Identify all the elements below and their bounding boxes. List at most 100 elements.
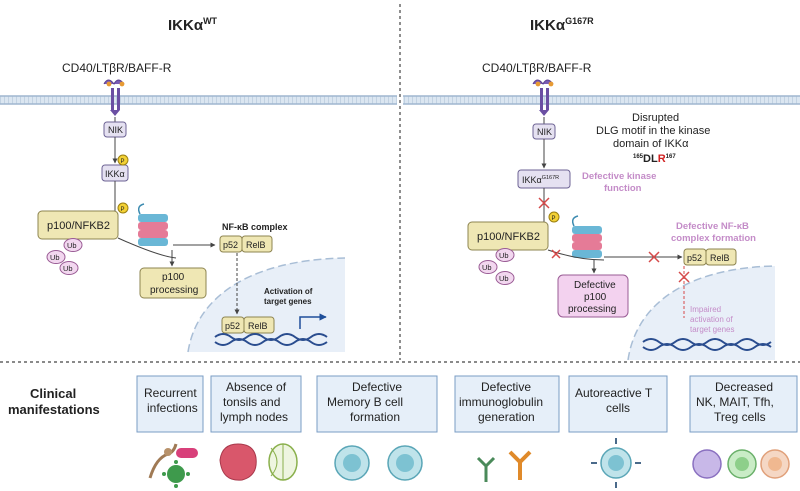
clinical-box-memory-b: [316, 375, 438, 433]
svg-text:Impaired: Impaired: [690, 305, 721, 314]
clinical-heading: Clinical: [30, 386, 76, 401]
svg-text:P: P: [552, 216, 556, 222]
svg-text:p52: p52: [223, 240, 238, 250]
svg-text:Ub: Ub: [50, 253, 60, 262]
svg-text:p100/NFKB2: p100/NFKB2: [47, 220, 110, 232]
disrupted-dlg-label: Disrupted: [632, 112, 679, 124]
svg-text:manifestations: manifestations: [8, 402, 100, 417]
left-p100-box: [37, 210, 119, 240]
svg-text:cells: cells: [606, 401, 630, 415]
svg-text:IKKαG167R: IKKαG167R: [522, 175, 559, 185]
clinical-box-immunoglobulin: [454, 375, 560, 433]
svg-text:processing: processing: [150, 285, 198, 296]
svg-text:p100: p100: [162, 272, 185, 283]
left-processing-box: [139, 267, 207, 299]
dna-icon: [642, 338, 772, 351]
left-complex-title: NF-κB complex: [222, 222, 288, 232]
svg-text:IKKα: IKKα: [105, 169, 125, 179]
right-panel: IKKαG167R CD40/LTβR/BAFF-R NIK IKKαG167R…: [403, 16, 800, 361]
ubiquitin-chain: Ub Ub Ub: [478, 248, 515, 285]
tonsil-icon: [219, 443, 257, 481]
svg-text:p52: p52: [687, 253, 702, 263]
left-receptor-label: CD40/LTβR/BAFF-R: [62, 61, 172, 75]
virus-icon: [162, 460, 190, 488]
t-cell-icon: [591, 438, 641, 488]
svg-text:Ub: Ub: [63, 264, 73, 273]
svg-text:NK, MAIT, Tfh,: NK, MAIT, Tfh,: [696, 395, 774, 409]
svg-text:RelB: RelB: [246, 240, 266, 250]
svg-text:complex formation: complex formation: [671, 233, 756, 244]
svg-text:generation: generation: [478, 410, 535, 424]
clinical-box-tonsils: [210, 375, 302, 433]
svg-text:Ub: Ub: [499, 274, 509, 283]
left-panel: IKKαWT CD40/LTβR/BAFF-R NIK IKKα P p100/…: [0, 16, 397, 353]
svg-text:P: P: [121, 207, 125, 213]
defective-kinase-label: Defective kinase: [582, 171, 656, 182]
b-cell-icon: [334, 445, 423, 481]
receptor-icon: [532, 79, 554, 116]
left-membrane: [0, 96, 397, 104]
svg-text:infections: infections: [147, 401, 198, 415]
svg-text:function: function: [604, 183, 642, 194]
blocked-x-icon: [678, 271, 690, 283]
svg-text:p100/NFKB2: p100/NFKB2: [477, 231, 540, 243]
bacteria-icon: [148, 443, 198, 479]
svg-text:NIK: NIK: [108, 125, 123, 135]
svg-text:p100: p100: [584, 292, 607, 303]
svg-text:tonsils and: tonsils and: [223, 395, 280, 409]
svg-text:Absence of: Absence of: [226, 380, 287, 394]
right-membrane: [403, 96, 800, 104]
defective-complex-label: Defective NF-κB: [676, 221, 749, 232]
right-nucleus: [628, 266, 775, 360]
phospho-icon: [117, 154, 129, 166]
svg-text:NIK: NIK: [537, 127, 552, 137]
dna-icon: [214, 333, 328, 346]
proteasome-icon: [137, 203, 168, 246]
svg-text:Treg cells: Treg cells: [714, 410, 766, 424]
nk-cell-icon: [692, 449, 790, 479]
blocked-x-icon: [538, 197, 550, 209]
svg-text:Decreased: Decreased: [715, 380, 773, 394]
svg-text:domain of IKKα: domain of IKKα: [613, 138, 689, 150]
svg-text:Ub: Ub: [67, 241, 77, 250]
right-receptor-label: CD40/LTβR/BAFF-R: [482, 61, 592, 75]
svg-text:P: P: [121, 159, 125, 165]
lymph-node-icon: [268, 443, 298, 481]
svg-text:Recurrent: Recurrent: [144, 386, 197, 400]
svg-text:Defective: Defective: [481, 380, 531, 394]
defective-processing-box: [557, 274, 629, 318]
svg-text:p52: p52: [225, 321, 240, 331]
phospho-icon: [548, 211, 560, 223]
dlr-motif: 165DLR167: [633, 153, 676, 165]
svg-text:immunoglobulin: immunoglobulin: [459, 395, 543, 409]
blocked-x-icon: [648, 251, 660, 263]
svg-text:Autoreactive T: Autoreactive T: [575, 386, 653, 400]
svg-text:lymph nodes: lymph nodes: [220, 410, 288, 424]
svg-text:target genes: target genes: [264, 297, 312, 306]
svg-text:formation: formation: [350, 410, 400, 424]
blocked-x-icon: [551, 249, 561, 259]
svg-text:DLG motif in the kinase: DLG motif in the kinase: [596, 125, 710, 137]
svg-text:Defective: Defective: [574, 280, 616, 291]
ubiquitin-chain: Ub Ub Ub: [46, 238, 83, 275]
svg-text:Activation of: Activation of: [264, 287, 313, 296]
clinical-box-autoreactive: [568, 375, 668, 433]
svg-text:RelB: RelB: [710, 253, 730, 263]
svg-text:RelB: RelB: [248, 321, 268, 331]
antibody-icon: [476, 450, 532, 482]
svg-text:Ub: Ub: [499, 251, 509, 260]
phospho-icon: [117, 202, 129, 214]
clinical-section: Clinical manifestations Recurrent infect…: [8, 375, 798, 488]
svg-text:processing: processing: [568, 304, 616, 315]
clinical-box-decreased: [689, 375, 798, 433]
left-title: IKKαWT: [168, 16, 218, 34]
clinical-box-infections: [136, 375, 204, 433]
svg-text:target genes: target genes: [690, 325, 734, 334]
right-title: IKKαG167R: [530, 16, 594, 34]
receptor-icon: [103, 79, 125, 116]
svg-text:Ub: Ub: [482, 263, 492, 272]
svg-text:Memory B cell: Memory B cell: [327, 395, 403, 409]
svg-text:Defective: Defective: [352, 380, 402, 394]
